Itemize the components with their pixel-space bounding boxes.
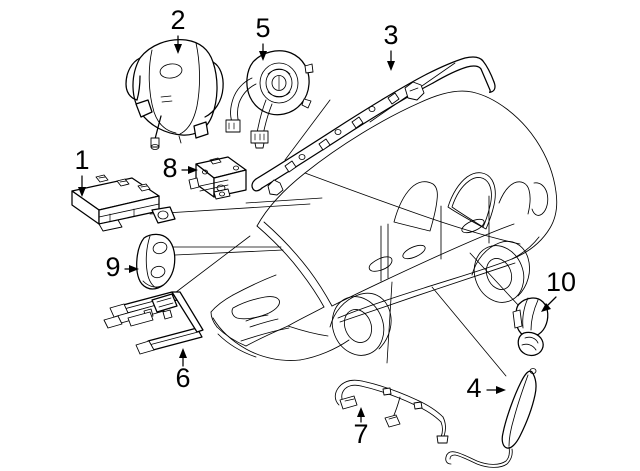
callout-5[interactable]: 5 — [255, 13, 271, 61]
callout-6-arrow — [179, 348, 187, 358]
part-wiring-harness — [334, 379, 449, 444]
part-side-impact-sensor — [136, 233, 176, 290]
callout-6-number: 6 — [175, 363, 190, 393]
part-rear-impact-sensor — [512, 297, 549, 357]
part-control-module — [71, 174, 176, 232]
part-front-impact-sensor — [188, 156, 247, 200]
callout-4-number: 4 — [466, 373, 481, 403]
part-curtain-airbag — [251, 56, 496, 196]
callout-8-number: 8 — [162, 153, 177, 183]
callout-1-number: 1 — [74, 145, 89, 175]
callout-8-arrow — [188, 166, 198, 174]
callout-9[interactable]: 9 — [105, 252, 139, 282]
callout-10-arrow — [541, 303, 551, 312]
callout-3-number: 3 — [383, 20, 398, 50]
part-seat-track-frame — [103, 291, 204, 355]
callout-6[interactable]: 6 — [175, 348, 191, 393]
callout-2-arrow — [174, 44, 182, 54]
callout-10[interactable]: 10 — [541, 267, 576, 312]
part-driver-airbag-module — [125, 39, 224, 150]
callout-4-arrow — [496, 386, 506, 394]
callout-5-number: 5 — [255, 13, 270, 43]
vehicle-body — [210, 90, 558, 361]
callout-9-arrow — [129, 265, 139, 273]
callout-9-number: 9 — [105, 252, 120, 282]
callout-5-arrow — [259, 51, 267, 61]
callout-3-arrow — [387, 61, 395, 71]
callout-10-number: 10 — [546, 267, 576, 297]
callout-1[interactable]: 1 — [74, 145, 90, 197]
callout-2[interactable]: 2 — [170, 5, 186, 54]
callout-1-arrow — [78, 187, 86, 197]
callout-8[interactable]: 8 — [162, 153, 198, 183]
part-clock-spring — [225, 50, 314, 149]
callout-2-number: 2 — [170, 5, 185, 35]
callout-7-arrow — [357, 407, 365, 417]
callout-7[interactable]: 7 — [353, 407, 369, 449]
callout-4[interactable]: 4 — [466, 373, 506, 403]
part-rear-side-airbag — [445, 368, 537, 468]
callout-7-number: 7 — [353, 419, 368, 449]
callout-3[interactable]: 3 — [383, 20, 399, 71]
